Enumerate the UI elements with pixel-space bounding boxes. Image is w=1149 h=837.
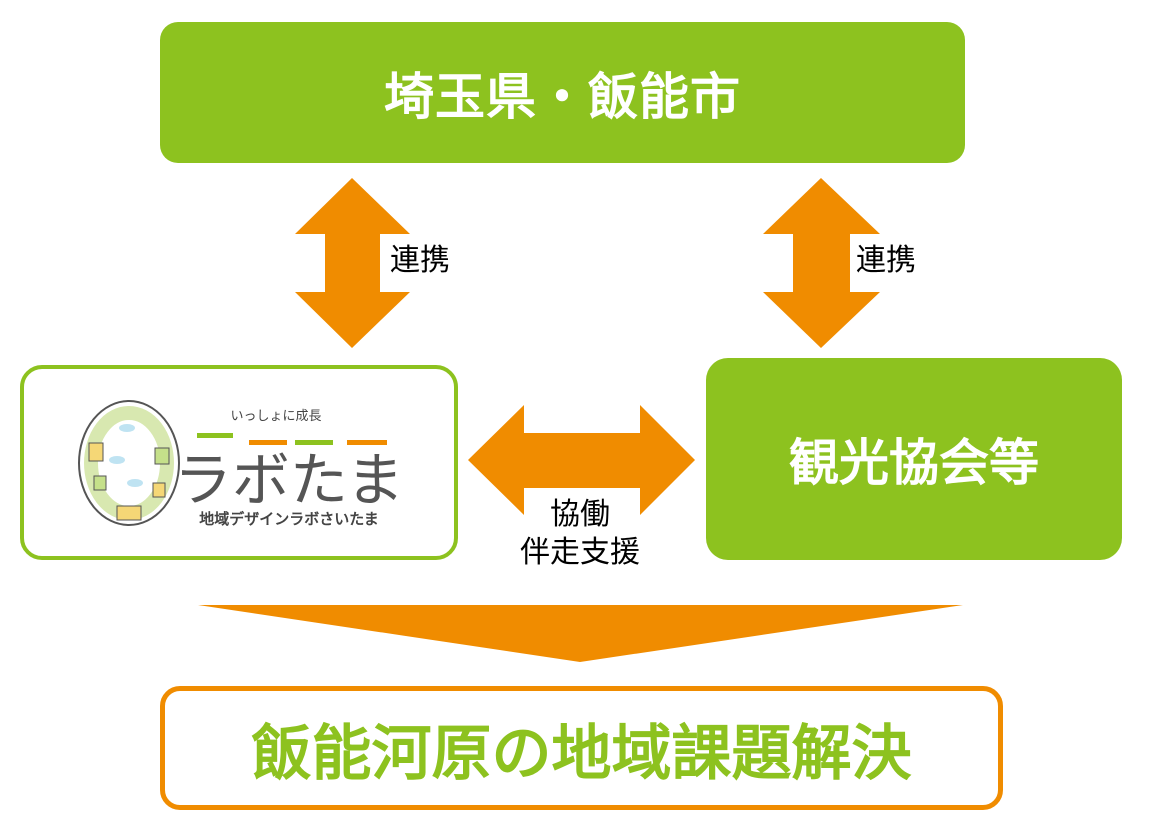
logo-tagline: いっしょに成長 xyxy=(230,409,321,424)
tourism-association-box: 観光協会等 xyxy=(706,358,1122,560)
right-arrow-label: 連携 xyxy=(856,243,916,278)
right-vertical-double-arrow xyxy=(763,178,880,348)
logo-building-icon xyxy=(152,482,166,497)
logo-building-icon xyxy=(154,447,170,464)
logo-accent-dash xyxy=(347,439,387,445)
logo-building-icon xyxy=(93,475,107,490)
logo-subtitle: 地域デザインラボさいたま xyxy=(199,510,379,528)
saitama-hanno-box: 埼玉県・飯能市 xyxy=(160,22,965,163)
left-vertical-double-arrow xyxy=(295,178,410,348)
horizontal-double-arrow xyxy=(468,405,695,515)
labotama-logo: いっしょに成長 ラボたま 地域デザインラボさいたま xyxy=(78,399,404,528)
center-label-kyodo: 協働 xyxy=(550,497,610,532)
logo-cloud-icon xyxy=(119,423,135,432)
left-arrow-label: 連携 xyxy=(390,243,450,278)
center-label-bansou: 伴走支援 xyxy=(520,535,640,570)
logo-accent-dash xyxy=(197,432,233,438)
goal-label: 飯能河原の地域課題解決 xyxy=(251,718,912,789)
logo-cloud-icon xyxy=(127,478,143,487)
goal-box: 飯能河原の地域課題解決 xyxy=(160,686,1003,810)
logo-building-icon xyxy=(116,505,142,520)
logo-accent-dash xyxy=(249,439,287,445)
top-box-label: 埼玉県・飯能市 xyxy=(384,67,741,126)
labotama-logo-box: いっしょに成長 ラボたま 地域デザインラボさいたま xyxy=(20,365,458,560)
right-box-label: 観光協会等 xyxy=(789,434,1039,492)
logo-name: ラボたま xyxy=(174,446,404,514)
logo-building-icon xyxy=(88,442,104,461)
logo-accent-dash xyxy=(295,439,333,445)
logo-cloud-icon xyxy=(109,455,125,464)
down-triangle-arrow xyxy=(198,605,963,662)
